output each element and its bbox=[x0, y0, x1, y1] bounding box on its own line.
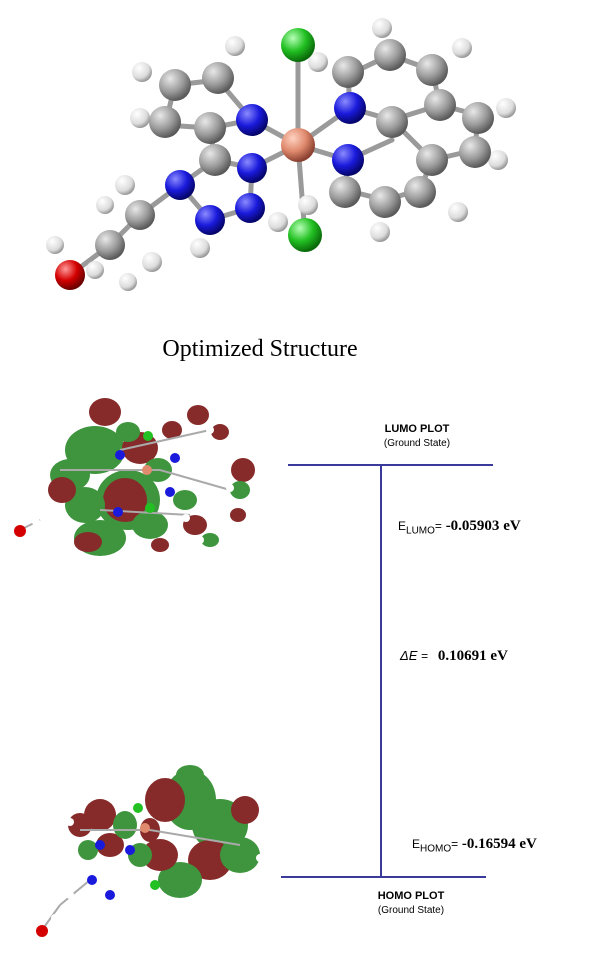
energy-gap-label: ΔE = 0.10691 eV bbox=[400, 648, 508, 665]
lumo-energy-unit: eV bbox=[503, 518, 521, 534]
homo-plot-title: HOMO PLOT bbox=[377, 890, 445, 902]
optimized-structure-caption: Optimized Structure bbox=[162, 336, 358, 362]
homo-energy-label: EHOMO= -0.16594 eV bbox=[412, 836, 537, 854]
lumo-plot-subtitle: (Ground State) bbox=[383, 438, 451, 449]
homo-energy-symbol: E bbox=[412, 837, 421, 851]
optimized-structure-model bbox=[46, 18, 516, 291]
lumo-energy-symbol: E bbox=[398, 519, 407, 533]
lumo-equals-sign: = bbox=[434, 519, 442, 533]
homo-energy-value: -0.16594 bbox=[461, 836, 516, 852]
homo-plot-subtitle: (Ground State) bbox=[377, 905, 445, 916]
energy-gap-symbol: ΔE bbox=[400, 648, 418, 663]
lumo-energy-value: -0.05903 bbox=[445, 518, 500, 534]
lumo-energy-subscript: LUMO bbox=[406, 525, 435, 537]
energy-gap-value: 0.10691 eV bbox=[437, 648, 508, 664]
homo-energy-subscript: HOMO bbox=[420, 843, 452, 855]
lumo-plot-title: LUMO PLOT bbox=[384, 423, 450, 435]
energy-gap-equals-sign: = bbox=[421, 649, 429, 663]
homo-equals-sign: = bbox=[451, 837, 459, 851]
lumo-energy-label: ELUMO= -0.05903 eV bbox=[398, 518, 521, 536]
homo-energy-unit: eV bbox=[519, 836, 537, 852]
